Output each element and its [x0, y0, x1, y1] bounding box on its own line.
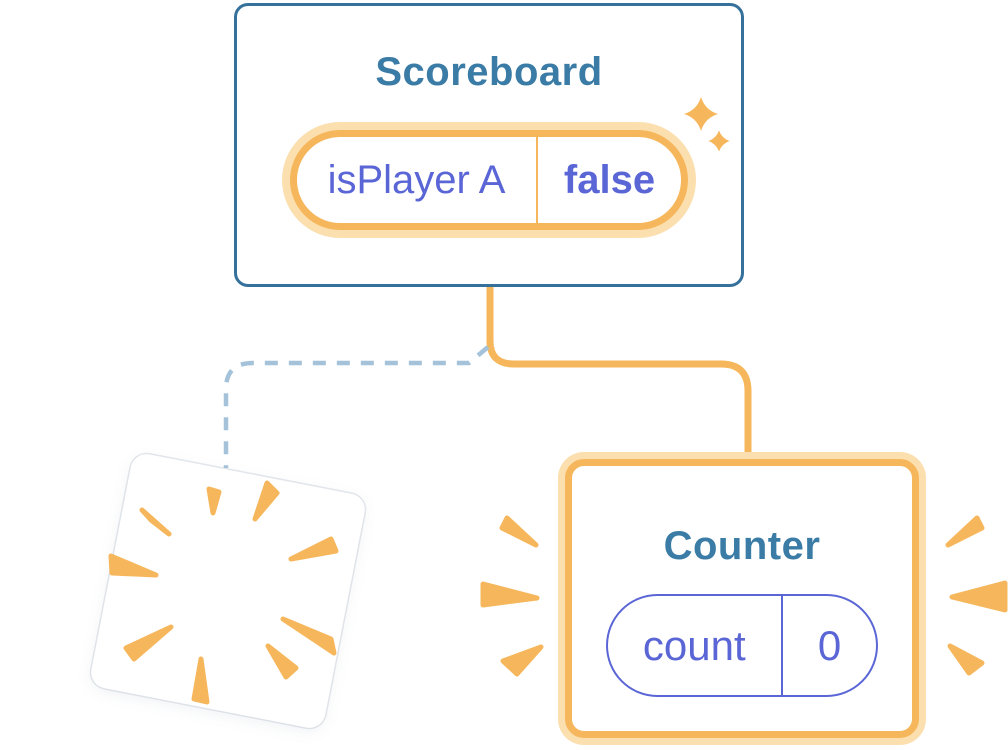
emphasis-rays-left-icon	[480, 515, 544, 677]
state-value-label: false	[563, 157, 656, 202]
emphasis-ray	[499, 515, 539, 548]
scoreboard-state-pill-highlight: isPlayer A false	[282, 122, 696, 238]
counter-component-card: Counter count 0	[558, 452, 926, 745]
removed-component-card	[88, 451, 368, 731]
solid-connector-scoreboard-to-counter	[486, 285, 752, 462]
counter-title: Counter	[663, 524, 821, 568]
emphasis-ray	[947, 643, 985, 676]
counter-state-pill: count 0	[606, 594, 878, 697]
emphasis-ray	[949, 580, 1008, 613]
emphasis-ray	[945, 515, 985, 548]
dashed-connector-scoreboard-to-removed-card	[223, 345, 490, 468]
pill-divider	[536, 137, 538, 223]
scoreboard-component-card: Scoreboard isPlayer A false	[234, 3, 744, 287]
pill-divider	[780, 596, 783, 695]
scoreboard-state-pill: isPlayer A false	[290, 130, 688, 230]
emphasis-ray	[500, 644, 544, 677]
scoreboard-title: Scoreboard	[375, 50, 603, 94]
state-name-label: count	[642, 621, 746, 669]
state-name-label: isPlayer A	[327, 157, 506, 202]
state-value-label: 0	[817, 621, 842, 669]
emphasis-rays-right-icon	[945, 515, 1008, 676]
counter-card-body: Counter count 0	[565, 459, 919, 738]
emphasis-ray	[480, 581, 540, 608]
